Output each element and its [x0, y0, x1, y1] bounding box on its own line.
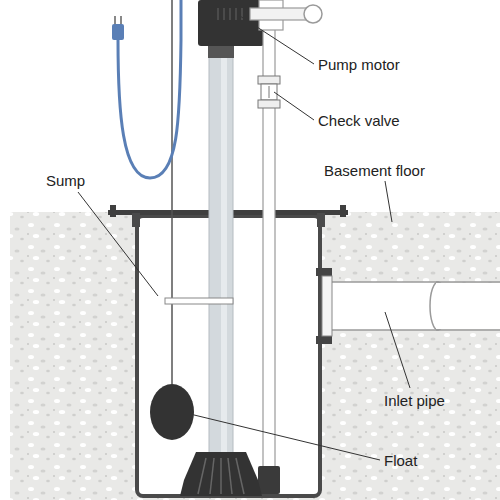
part-label: Inlet pipe	[384, 392, 445, 410]
discharge-pipe	[209, 40, 233, 460]
valve	[250, 8, 312, 20]
power-cord	[118, 0, 181, 178]
leader-lines	[78, 16, 410, 460]
part-label: Pump motor	[318, 56, 400, 74]
float-rod	[171, 0, 173, 384]
part-label: Sump	[46, 172, 85, 190]
part-label: Basement floor	[324, 162, 425, 180]
part-label: Check valve	[318, 112, 400, 130]
pump-base	[180, 452, 262, 496]
concrete-ground	[10, 212, 500, 500]
bracket	[165, 298, 233, 304]
check-valve	[258, 76, 280, 108]
pump-motor	[198, 0, 264, 46]
float	[150, 384, 194, 440]
plug	[112, 24, 124, 40]
inlet-pipe	[330, 282, 438, 330]
part-label: Float	[384, 452, 417, 470]
